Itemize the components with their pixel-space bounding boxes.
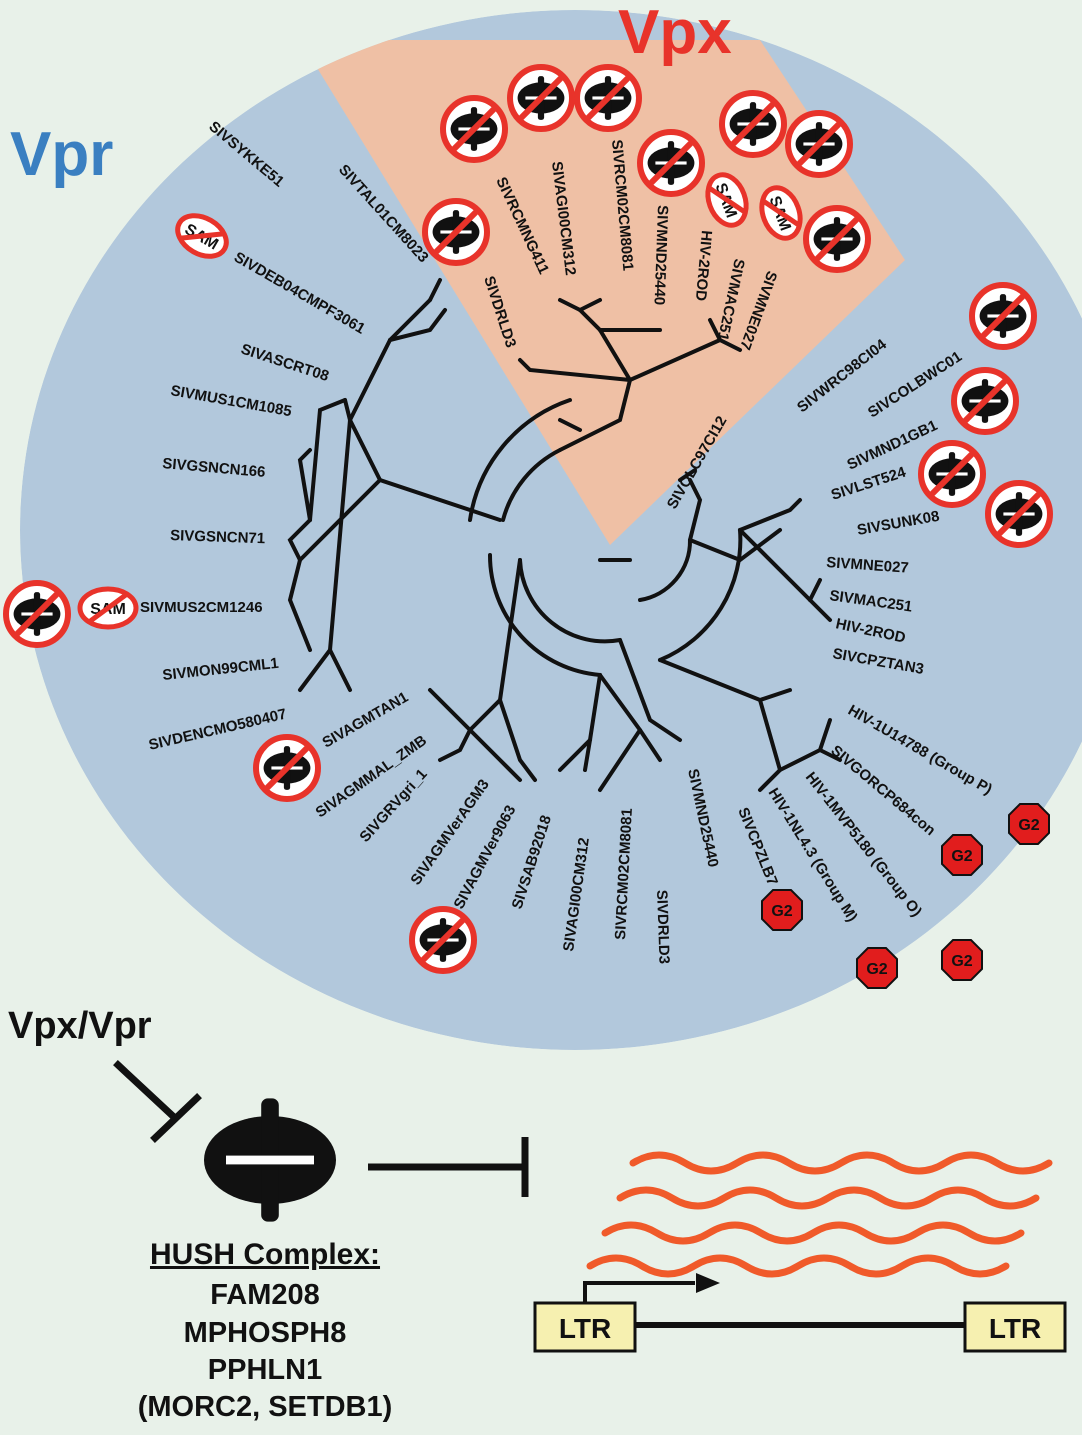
sam-badge: SAM [77,586,139,630]
inhibition-arrow-vpr [113,1060,202,1143]
hush-complex-title: HUSH Complex: [149,1238,381,1271]
hush-member-3: PPHLN1 [207,1354,323,1386]
g2-badge: G2 [761,889,803,931]
sam-badge: SAM [175,213,229,259]
no-hush-icon [988,483,1050,545]
ltr-right-box [963,1301,1067,1353]
hush-member-1: FAM208 [210,1279,320,1311]
leaf-label: SIVGSNCN71 [170,527,266,547]
sam-badge: SAM [705,172,749,228]
no-hush-icon [921,443,983,505]
inhibition-arrow-hush [368,1137,529,1197]
viral-rna-transcripts [586,1151,1053,1278]
no-hush-icon [788,113,850,175]
leaf-label: SIVRCM02CM8081 [612,808,636,940]
no-hush-icon [425,201,487,263]
no-hush-icon [722,93,784,155]
no-hush-icon [443,98,505,160]
no-hush-icon [510,67,572,129]
g2-badge: G2 [941,939,983,981]
vpx-title: Vpx [618,0,732,67]
vpr-title: Vpr [10,120,113,189]
no-hush-icon [6,583,68,645]
no-hush-icon [806,208,868,270]
g2-badge: G2 [941,834,983,876]
svg-text:G2: G2 [866,961,887,978]
leaf-label: SIVMND25440 [651,205,671,306]
vpr-region-cutout [20,10,240,60]
svg-text:G2: G2 [951,953,972,970]
leaf-label: SIVMUS2CM1246 [140,599,263,616]
leaf-label: HIV-2ROD [692,230,715,302]
hush-member-4: (MORC2, SETDB1) [137,1391,393,1423]
vpx-region [300,40,905,545]
no-hush-icon [412,909,474,971]
vpx-vpr-label: Vpx/Vpr [8,1005,152,1047]
leaf-label: SIVMNE027 [826,554,910,577]
provirus: LTR LTR [533,1273,1067,1353]
leaf-label: SIVDRLD3 [653,890,673,965]
ltr-right-label: LTR [989,1313,1041,1344]
svg-text:G2: G2 [771,903,792,920]
no-hush-icon [577,67,639,129]
no-hush-icon [640,132,702,194]
tree-branches [287,278,842,792]
svg-text:G2: G2 [1018,817,1039,834]
svg-text:G2: G2 [951,848,972,865]
ltr-left-label: LTR [559,1313,611,1344]
hush-member-2: MPHOSPH8 [183,1317,347,1349]
no-hush-icon [256,737,318,799]
no-hush-icon [954,370,1016,432]
ltr-left-box [533,1301,637,1353]
sam-badge: SAM [759,185,803,241]
no-hush-icon [972,285,1034,347]
g2-badge: G2 [1008,803,1050,845]
hush-complex-icon [204,1098,336,1222]
g2-badge: G2 [856,947,898,989]
